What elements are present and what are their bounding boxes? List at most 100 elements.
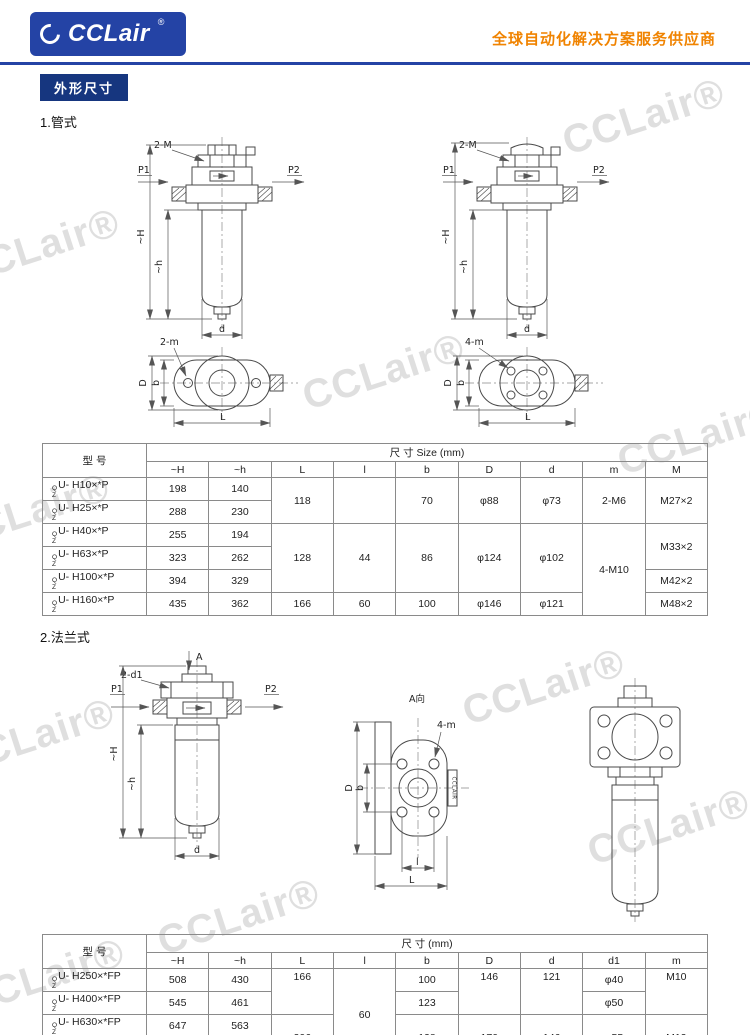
dim-label-L: L [525, 412, 531, 423]
col-header: d [519, 461, 584, 478]
dim-label-d: d [524, 324, 530, 335]
dim-value: φ146 [457, 592, 521, 616]
dim-value: 140 [208, 477, 272, 501]
size-header: 尺 寸 (mm) [146, 934, 708, 953]
dim-label-H: ~H [136, 229, 147, 244]
dim-value: φ40 [582, 968, 646, 992]
dim-value: 70 [395, 477, 459, 524]
col-header: m [644, 952, 709, 969]
subsection-2-title: 2.法兰式 [40, 630, 90, 645]
dim-value: 86 [395, 523, 459, 593]
port2-label: P2 [265, 684, 277, 695]
model-name: U- H100×*P [58, 571, 115, 583]
dim-value: 563 [208, 1014, 272, 1035]
dim-label-d: d [219, 324, 225, 335]
col-header: D [457, 461, 521, 478]
model-name: U- H160×*P [58, 594, 115, 606]
page-header: CCLair ® 全球自动化解决方案服务供应商 [0, 0, 750, 62]
dim-label-H: ~H [441, 229, 452, 244]
company-tagline: 全球自动化解决方案服务供应商 [491, 31, 716, 48]
flange-filter-front-drawing [589, 678, 681, 922]
col-header: L [270, 461, 334, 478]
dim-label-l: l [416, 857, 419, 868]
dim-value: 194 [208, 523, 272, 547]
dim-value: M10 [644, 968, 709, 1015]
dim-value [332, 477, 397, 524]
dim-label-h: ~h [154, 260, 165, 274]
model-header: 型 号 [42, 934, 147, 969]
dim-value: 262 [208, 546, 272, 570]
dim-value: 461 [208, 991, 272, 1015]
model-name: U- H10×*P [58, 479, 109, 491]
port2-label: P2 [288, 165, 300, 176]
col-header: D [457, 952, 521, 969]
dim-value: 430 [208, 968, 272, 992]
dim-value: 166 [270, 968, 334, 1015]
dim-value: 128 [270, 523, 334, 593]
dim-value: 435 [145, 592, 210, 616]
model-name: U- H25×*P [58, 502, 109, 514]
dim-label-b: b [151, 380, 162, 386]
dim-value: 362 [208, 592, 272, 616]
dim-label-d: d [194, 845, 200, 856]
section-title-bar: 外形尺寸 [40, 74, 129, 101]
model-name: U- H400×*FP [58, 993, 121, 1005]
col-header: m [582, 461, 646, 478]
col-header: ~h [208, 952, 272, 969]
col-header: l [332, 952, 397, 969]
dim-value: M12 [644, 1014, 709, 1035]
dim-label-D: D [345, 784, 355, 791]
section-label: A [196, 652, 203, 663]
col-header: ~h [208, 461, 272, 478]
dim-value: 128 [395, 1014, 459, 1035]
col-header: d1 [582, 952, 646, 969]
header-divider [0, 62, 750, 65]
col-header: b [395, 461, 459, 478]
col-header: b [395, 952, 459, 969]
col-header: ~H [145, 952, 210, 969]
side-view [476, 137, 578, 329]
col-header: L [270, 952, 334, 969]
dim-label-h: ~h [459, 260, 470, 274]
col-header: ~H [145, 461, 210, 478]
dim-value: φ102 [519, 523, 584, 593]
size-header: 尺 寸 Size (mm) [146, 443, 708, 462]
model-name: U- H63×*P [58, 548, 109, 560]
dim-value: φ55 [582, 1014, 646, 1035]
logo-text: CCLair [68, 20, 150, 47]
dim-label-H: ~H [109, 746, 120, 761]
dim-value: 198 [145, 477, 210, 501]
dim-value: M27×2 [644, 477, 709, 524]
dim-value: 323 [145, 546, 210, 570]
subsection-1-title: 1.管式 [40, 115, 77, 130]
dim-value: 647 [145, 1014, 210, 1035]
dim-label-h: ~h [127, 777, 138, 791]
bolt-count-label: 4-m [437, 720, 456, 731]
dim-label-D: D [138, 379, 149, 386]
dim-value: M33×2 [644, 523, 709, 570]
model-name: U- H630×*FP [58, 1016, 121, 1028]
dim-label-D: D [443, 379, 454, 386]
flange-a-view-drawing: A向 4-m CCLAIR D b [345, 693, 469, 890]
dim-value: φ121 [519, 592, 584, 616]
dim-label-b: b [456, 380, 467, 386]
model-name: U- H250×*FP [58, 970, 121, 982]
dim-value: 255 [145, 523, 210, 547]
